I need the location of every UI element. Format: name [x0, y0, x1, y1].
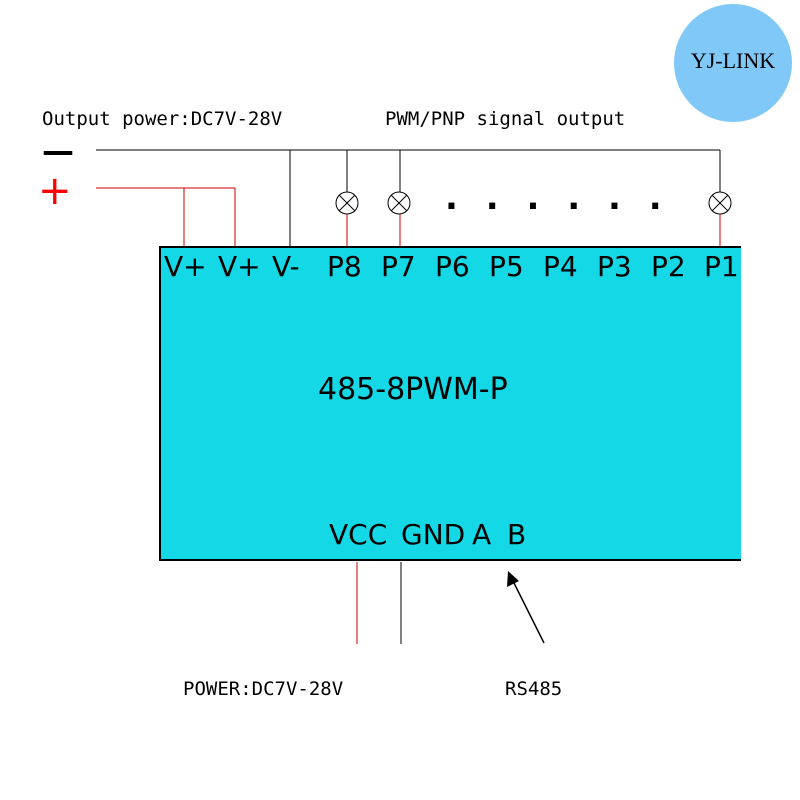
lamp-p1-icon — [708, 191, 732, 215]
lamp-p7-icon — [387, 191, 411, 215]
pin-v-minus: V- — [272, 250, 300, 283]
module-box — [159, 246, 741, 561]
plus-sign: + — [38, 168, 72, 214]
lamp-p8-icon — [335, 191, 359, 215]
rs485-label: RS485 — [505, 678, 563, 700]
module-name: 485-8PWM-P — [318, 372, 508, 407]
pin-gnd: GND — [401, 518, 466, 551]
minus-sign: — — [42, 132, 74, 170]
pin-v-plus-2: V+ — [218, 250, 261, 283]
pin-p5: P5 — [489, 250, 524, 283]
pin-p6: P6 — [435, 250, 470, 283]
rs485-arrow-icon — [507, 571, 545, 644]
pin-a: A — [472, 518, 492, 551]
pin-v-plus-1: V+ — [164, 250, 207, 283]
output-power-label: Output power:DC7V-28V — [42, 108, 283, 130]
logo-text: YJ-LINK — [690, 48, 776, 73]
pin-p2: P2 — [651, 250, 686, 283]
logo-badge — [674, 4, 792, 122]
pin-b: B — [507, 518, 527, 551]
pin-p4: P4 — [543, 250, 578, 283]
power-input-label: POWER:DC7V-28V — [183, 678, 344, 700]
dots-ellipsis: . . . . . . — [445, 178, 670, 218]
pin-p1: P1 — [704, 250, 739, 283]
pin-p8: P8 — [327, 250, 362, 283]
pin-vcc: VCC — [329, 518, 388, 551]
pin-p3: P3 — [597, 250, 632, 283]
pin-p7: P7 — [381, 250, 416, 283]
signal-output-label: PWM/PNP signal output — [385, 108, 626, 130]
